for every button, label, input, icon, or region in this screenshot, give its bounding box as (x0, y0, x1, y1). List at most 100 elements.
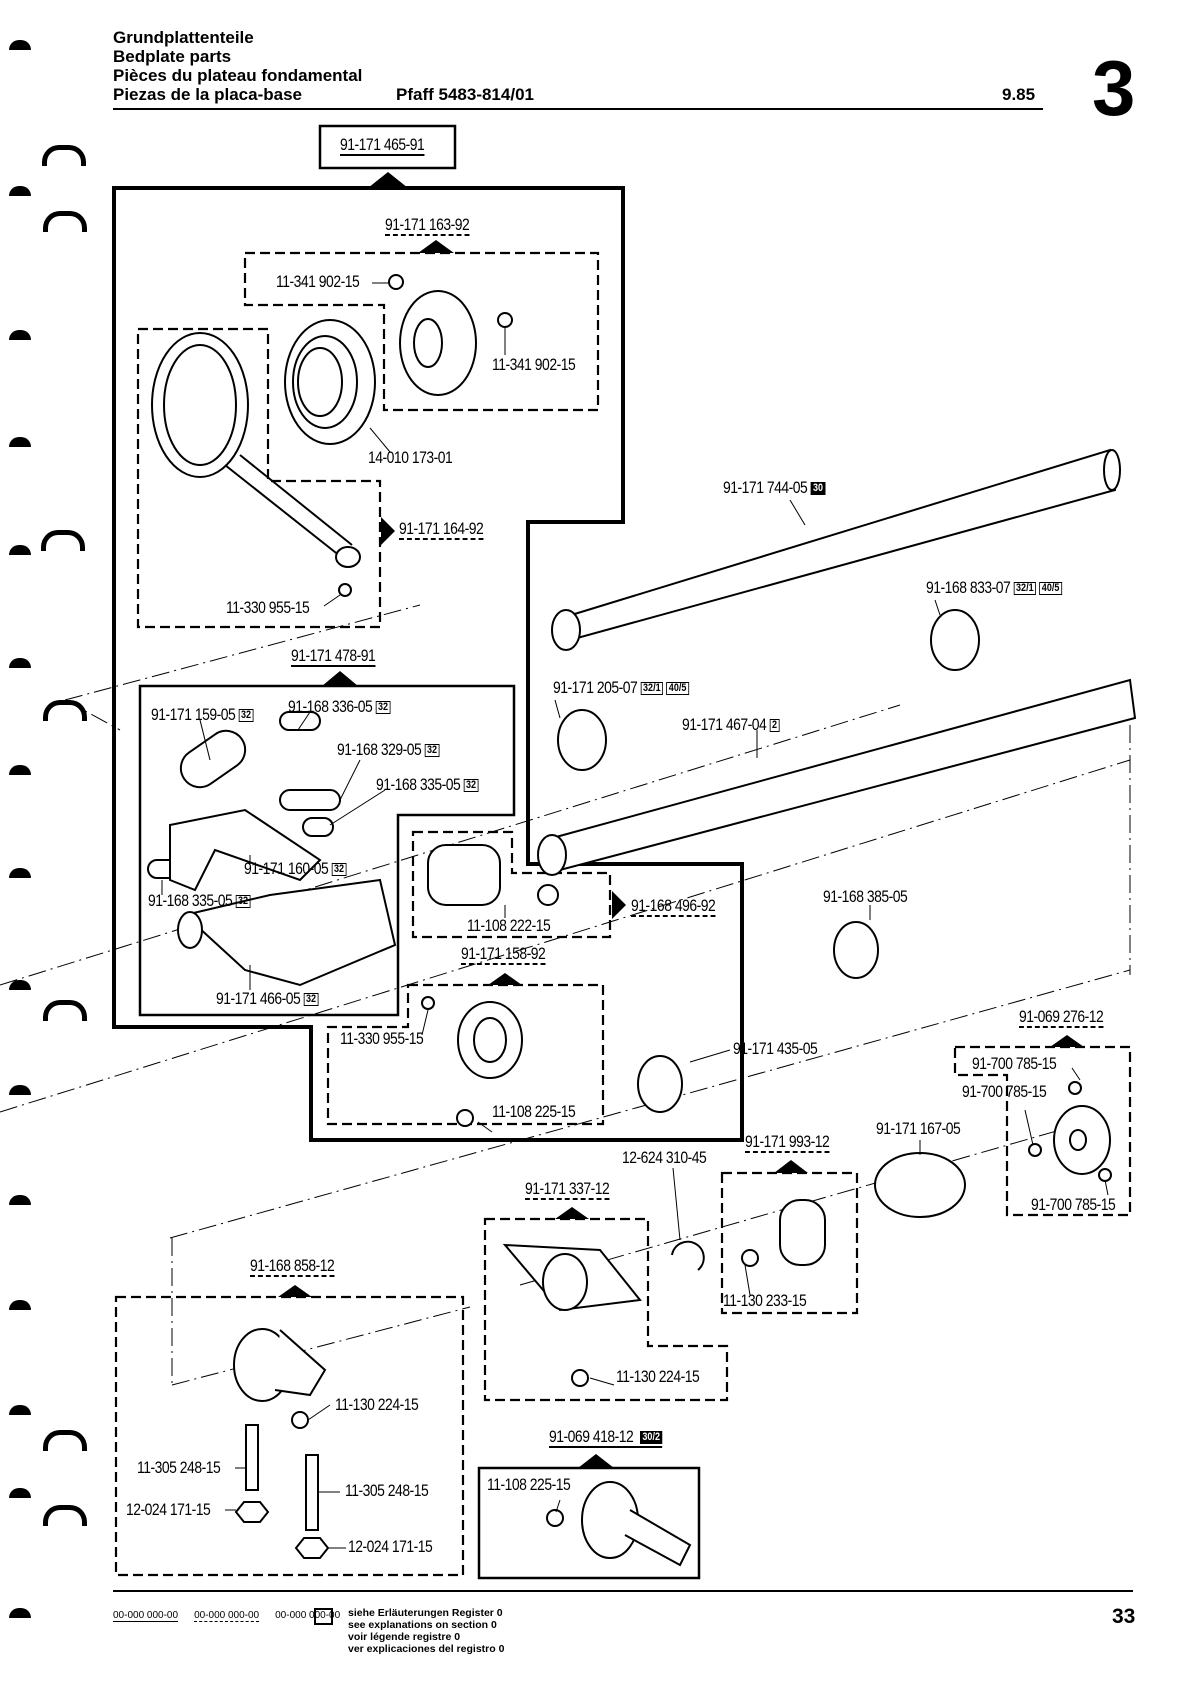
centerline (64, 604, 421, 701)
title-fr: Pièces du plateau fondamental (113, 66, 363, 85)
leader-line (421, 1009, 429, 1036)
part-label[interactable]: 91-700 785-15 (962, 1082, 1047, 1101)
part-label[interactable]: 11-330 955-15 (226, 598, 310, 617)
frame-lever-unit (138, 684, 516, 1017)
assembly-marker-triangle (555, 1207, 589, 1219)
assembly-marker-triangle (488, 973, 522, 985)
footer-code-legend: 00-000 000-00 00-000 000-00 00-000 000-0… (113, 1610, 340, 1622)
centerline (0, 704, 901, 986)
hex-nut (294, 1537, 330, 1559)
set-screw (388, 274, 404, 290)
leader-line (555, 1499, 561, 1513)
centerline (0, 759, 1131, 1113)
assembly-label-clamp-top[interactable]: 91-171 158-92 (461, 944, 546, 965)
part-label[interactable]: 12-624 310-45 (622, 1148, 707, 1167)
reference-badge: 32 (238, 709, 254, 722)
set-screw (497, 312, 513, 328)
part-label[interactable]: 11-108 225-15 (492, 1102, 576, 1121)
set-screw (571, 1369, 589, 1387)
group-clamp-top (326, 983, 605, 1126)
leader-line (1071, 1067, 1081, 1081)
reference-badge: 30 (810, 482, 826, 495)
torsion-spring (874, 1152, 966, 1218)
machine-model: Pfaff 5483-814/01 (396, 85, 534, 104)
page-header-titles: Grundplattenteile Bedplate parts Pièces … (113, 28, 362, 104)
assembly-label-connecting-rod[interactable]: 91-171 164-92 (399, 519, 484, 540)
stud-bolt (245, 1424, 259, 1491)
reference-badge: 32 (331, 863, 347, 876)
pin (302, 817, 334, 837)
assembly-marker-triangle (1050, 1035, 1084, 1047)
part-label[interactable]: 11-305 248-15 (345, 1481, 429, 1500)
leader-line (934, 599, 941, 616)
lever-plate (169, 808, 322, 892)
plug-right (833, 921, 879, 979)
leader-line (672, 1167, 681, 1241)
reference-badge: 30/2 (639, 1431, 663, 1444)
part-label[interactable]: 11-305 248-15 (137, 1458, 221, 1477)
part-label[interactable]: 11-341 902-15 (276, 272, 360, 291)
punch-hole-mark (43, 1505, 87, 1526)
page-number: 33 (1112, 1605, 1136, 1628)
part-label[interactable]: 91-171 435-05 (733, 1039, 818, 1058)
centerline (169, 969, 1131, 1239)
assembly-label-eccentric[interactable]: 91-171 163-92 (385, 215, 470, 236)
part-label[interactable]: 11-108 225-15 (487, 1475, 571, 1494)
lower-shaft (543, 678, 1137, 872)
part-label[interactable]: 11-130 224-15 (335, 1395, 419, 1414)
title-de: Grundplattenteile (113, 28, 254, 47)
revision-date: 9.85 (1002, 85, 1036, 104)
leader-line (1024, 1109, 1034, 1146)
part-label[interactable]: 91-700 785-15 (1031, 1195, 1116, 1214)
part-label[interactable]: 91-171 167-05 (876, 1119, 961, 1138)
retaining-ring (671, 1240, 705, 1271)
part-label[interactable]: 11-108 222-15 (467, 916, 551, 935)
part-label[interactable]: 14-010 173-01 (368, 448, 453, 467)
punch-hole-mark (9, 545, 31, 555)
part-label[interactable]: 91-700 785-15 (972, 1054, 1057, 1073)
set-screw (1098, 1168, 1112, 1182)
part-label[interactable]: 11-341 902-15 (492, 355, 576, 374)
assembly-label-crank-lever[interactable]: 91-171 993-12 (745, 1132, 830, 1153)
part-label[interactable]: 11-130 224-15 (616, 1367, 700, 1386)
reference-badge: 32 (424, 744, 440, 757)
footer-rule (113, 1590, 1133, 1592)
assembly-label-lever-bottom[interactable]: 91-069 418-12 30/2 (549, 1427, 663, 1448)
part-label[interactable]: 12-024 171-15 (126, 1500, 211, 1519)
reference-badge: 40/5 (666, 682, 689, 695)
punch-hole-mark (43, 211, 87, 232)
part-label[interactable]: 11-330 955-15 (340, 1029, 424, 1048)
part-label[interactable]: 11-130 233-15 (723, 1291, 807, 1310)
code-dashed-underline: 00-000 000-00 (194, 1610, 260, 1622)
assembly-label-lever-unit[interactable]: 91-171 478-91 (291, 646, 376, 667)
bushing-lower (557, 709, 607, 771)
set-screw (1068, 1081, 1082, 1095)
part-label[interactable]: 12-024 171-15 (348, 1537, 433, 1556)
assembly-label-collar-right[interactable]: 91-069 276-12 (1019, 1007, 1104, 1028)
reference-badge: 32/1 (1013, 582, 1037, 595)
reference-badge: 2 (769, 719, 780, 732)
part-label[interactable]: 91-168 385-05 (823, 887, 908, 906)
assembly-label-bracket[interactable]: 91-168 858-12 (250, 1256, 335, 1277)
punch-hole-mark (9, 1405, 31, 1415)
assembly-label-main[interactable]: 91-171 465-91 (340, 135, 425, 156)
section-number: 3 (1092, 44, 1136, 132)
punch-hole-mark (9, 186, 31, 196)
header-rule (113, 108, 1043, 110)
punch-hole-mark (9, 765, 31, 775)
assembly-label-crank[interactable]: 91-168 496-92 (631, 896, 716, 917)
assembly-number: 91-069 418-12 (549, 1427, 634, 1446)
punch-hole-mark (43, 1000, 87, 1021)
assembly-label-clamp-mid[interactable]: 91-171 337-12 (525, 1179, 610, 1200)
